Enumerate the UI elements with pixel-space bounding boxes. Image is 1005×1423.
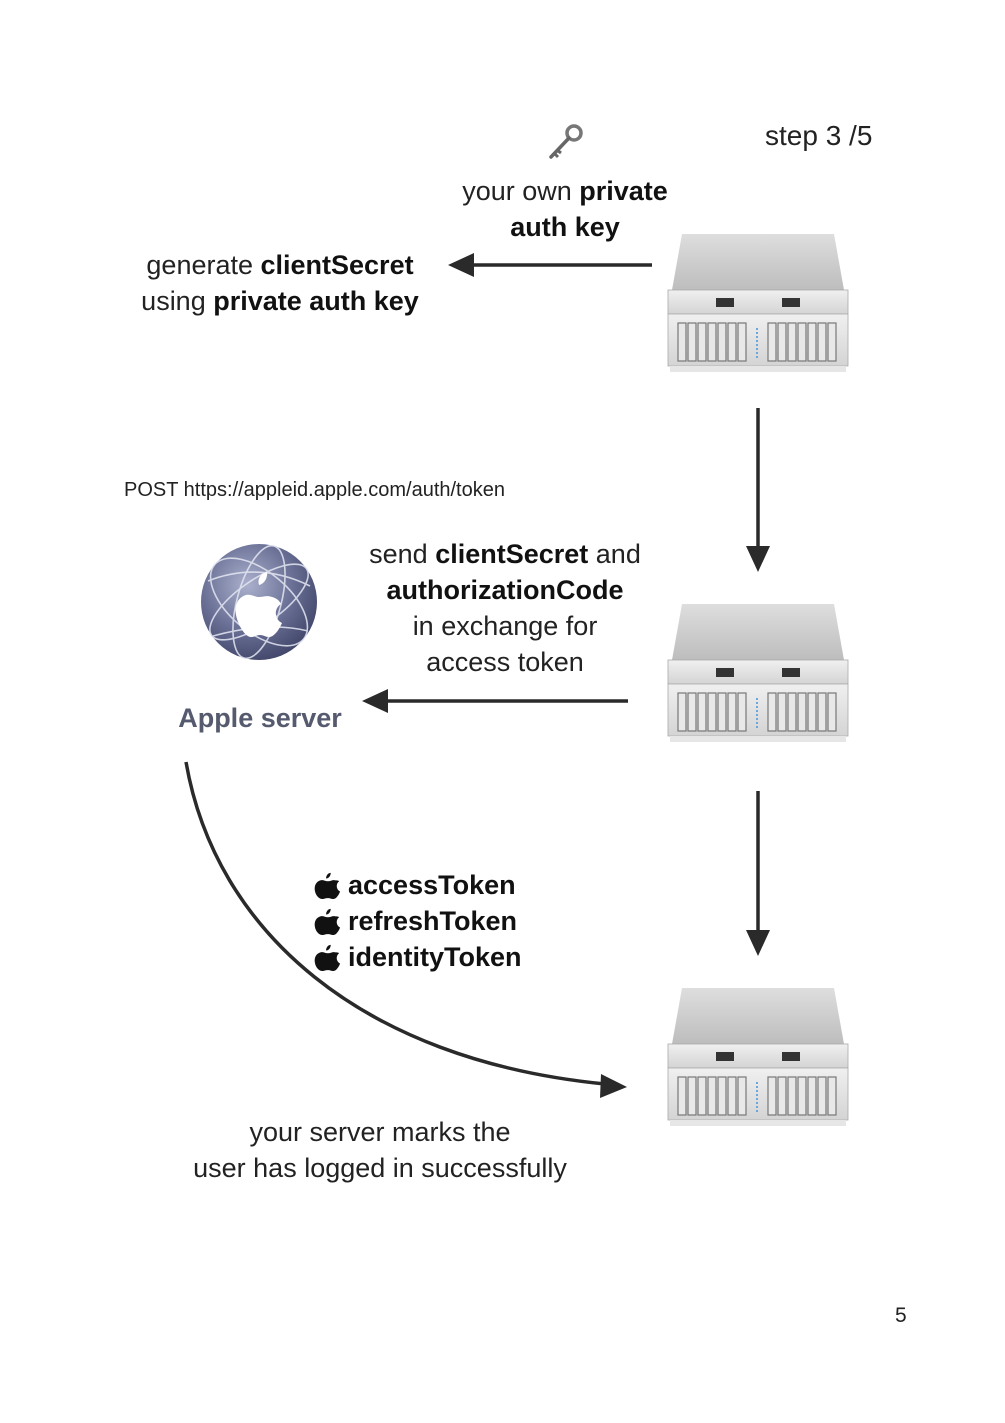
send-line3: in exchange for bbox=[412, 611, 598, 641]
send-line2-bold: authorizationCode bbox=[386, 575, 624, 605]
apple-logo-icon bbox=[314, 872, 341, 899]
gen-line2-prefix: using bbox=[141, 286, 214, 316]
token-item: identityToken bbox=[312, 939, 522, 975]
arrowhead-down-1 bbox=[746, 546, 770, 572]
send-credentials-label: send clientSecret and authorizationCode … bbox=[345, 536, 665, 680]
token-label: refreshToken bbox=[348, 905, 518, 936]
arrowhead-down-2 bbox=[746, 930, 770, 956]
token-item: accessToken bbox=[312, 867, 522, 903]
generate-client-secret-label: generate clientSecret using private auth… bbox=[110, 247, 450, 319]
send-line1-bold: clientSecret bbox=[435, 539, 589, 569]
server-icon bbox=[667, 604, 849, 742]
token-label: accessToken bbox=[348, 869, 516, 900]
token-label: identityToken bbox=[348, 941, 522, 972]
apple-logo-icon bbox=[314, 908, 341, 935]
post-endpoint-label: POST https://appleid.apple.com/auth/toke… bbox=[124, 479, 505, 501]
key-label-bold2: auth key bbox=[510, 212, 620, 242]
apple-globe-icon bbox=[201, 544, 317, 660]
arrowhead-left-2 bbox=[362, 689, 388, 713]
server-icon bbox=[667, 234, 849, 372]
apple-server-label: Apple server bbox=[178, 703, 342, 733]
login-success-label: your server marks the user has logged in… bbox=[140, 1114, 620, 1186]
done-line1: your server marks the bbox=[249, 1117, 511, 1147]
key-label-bold1: private bbox=[579, 176, 668, 206]
key-icon bbox=[549, 124, 583, 159]
page-number: 5 bbox=[895, 1304, 907, 1327]
done-line2: user has logged in successfully bbox=[193, 1153, 567, 1183]
gen-line1-prefix: generate bbox=[146, 250, 261, 280]
arrowhead-left-1 bbox=[448, 253, 474, 277]
key-label-prefix: your own bbox=[462, 176, 580, 206]
gen-line2-bold: private auth key bbox=[213, 286, 419, 316]
send-line4: access token bbox=[426, 647, 584, 677]
gen-line1-bold: clientSecret bbox=[260, 250, 414, 280]
token-list: accessToken refreshToken identityToken bbox=[312, 867, 522, 975]
arrowhead-curve bbox=[600, 1074, 627, 1098]
send-line1-prefix: send bbox=[369, 539, 436, 569]
send-line1-suffix: and bbox=[588, 539, 641, 569]
apple-logo-icon bbox=[314, 944, 341, 971]
step-indicator: step 3 /5 bbox=[765, 120, 873, 151]
server-icon bbox=[667, 988, 849, 1126]
token-item: refreshToken bbox=[312, 903, 522, 939]
private-key-label: your own private auth key bbox=[440, 173, 690, 245]
